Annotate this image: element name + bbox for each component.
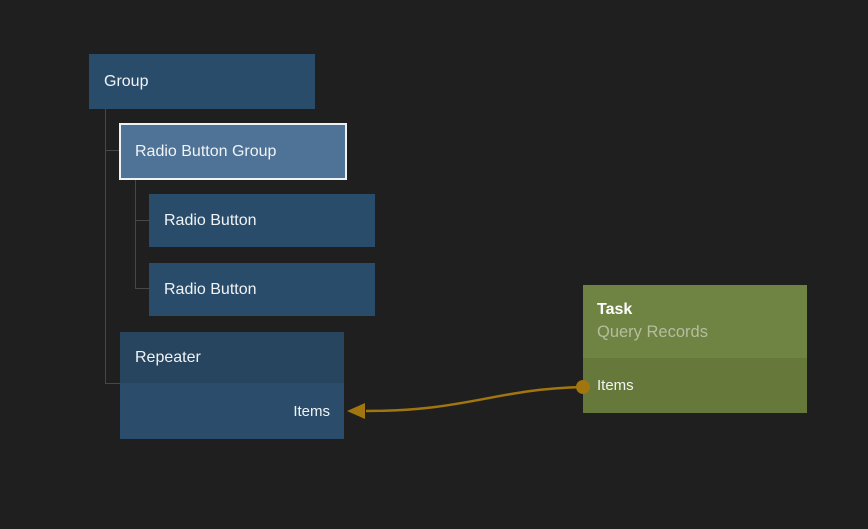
node-group[interactable]: Group — [89, 54, 315, 109]
wire-path[interactable] — [365, 385, 584, 413]
tree-tick-repeater — [105, 383, 120, 384]
wire-arrowhead-icon — [347, 403, 365, 419]
task-header: Task Query Records — [583, 285, 807, 358]
node-radio-button-1-label: Radio Button — [164, 211, 257, 229]
node-group-label: Group — [104, 72, 149, 90]
tree-line-radio-group-children — [135, 179, 136, 288]
tree-tick-radio-button-group — [105, 150, 119, 151]
tree-line-group-children — [105, 109, 106, 383]
tree-tick-radio-button-2 — [135, 288, 149, 289]
task-items-port-label: Items — [597, 377, 634, 394]
node-radio-button-2-label: Radio Button — [164, 280, 257, 298]
node-radio-button-1[interactable]: Radio Button — [149, 194, 375, 247]
node-radio-button-group[interactable]: Radio Button Group — [119, 123, 347, 180]
repeater-items-port-label[interactable]: Items — [293, 402, 330, 420]
node-task[interactable]: Task Query Records Items — [583, 285, 807, 413]
tree-tick-radio-button-1 — [135, 220, 149, 221]
node-repeater-label: Repeater — [135, 348, 201, 366]
task-title: Task — [597, 301, 633, 318]
node-radio-button-group-label: Radio Button Group — [135, 142, 277, 160]
task-subtitle: Query Records — [597, 323, 708, 341]
task-items-port-row[interactable]: Items — [583, 358, 807, 413]
node-repeater[interactable]: Repeater Items — [120, 332, 344, 439]
node-radio-button-2[interactable]: Radio Button — [149, 263, 375, 316]
